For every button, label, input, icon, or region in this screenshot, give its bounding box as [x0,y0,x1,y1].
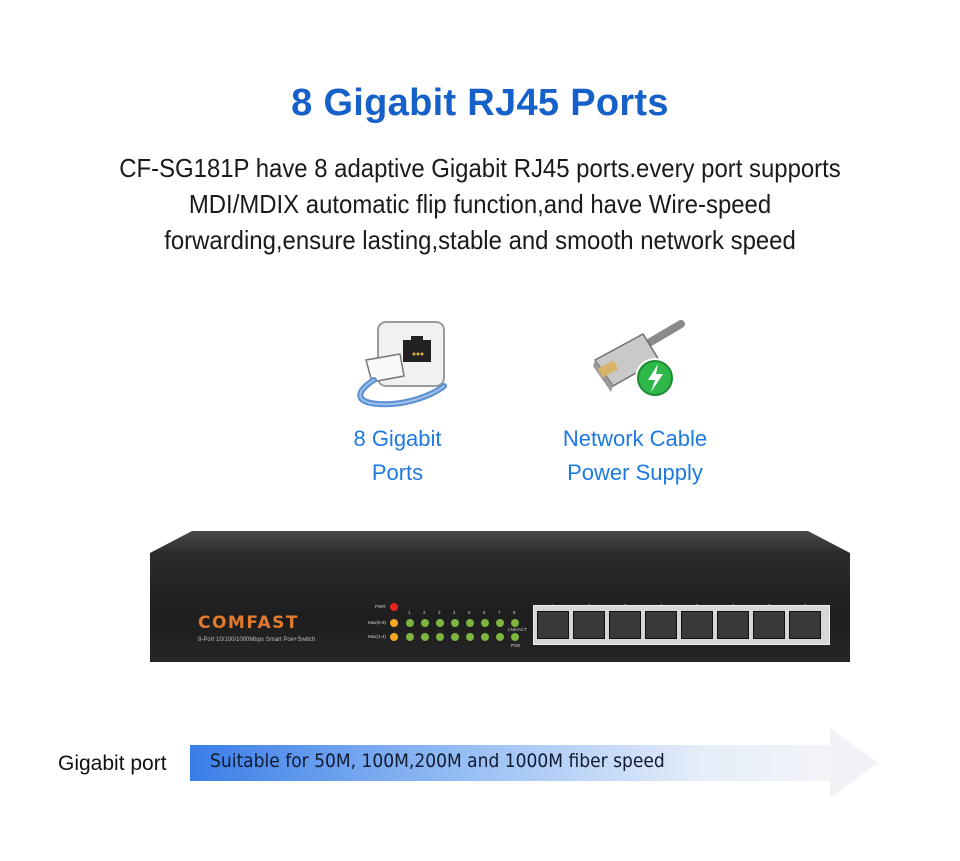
port-led [496,619,504,627]
gigabit-port-label: Gigabit port [58,752,167,775]
rj45-port-4 [645,611,677,639]
poe-switch-image: COMFAST 8-Port 10/100/1000Mbps Smart Poe… [150,531,850,662]
rj45-port-5 [681,611,713,639]
arrow-bar [190,745,835,781]
port-led [511,619,519,627]
feature-label: Ports [371,460,424,485]
max58-label: Max(5-8) [368,620,387,625]
pwr-led [390,603,398,611]
rj45-port-3 [609,611,641,639]
page-title: 8 Gigabit RJ45 Ports [291,82,669,124]
port-led [481,619,489,627]
poe-led [496,633,504,641]
feature-label: Network Cable [562,426,708,451]
poe-led [511,633,519,641]
rj45-port-8 [789,611,821,639]
rj45-port-7 [753,611,785,639]
port-led [451,619,459,627]
led-number: 2 [423,610,426,615]
arrow-head-icon [830,728,878,798]
poe-led [436,633,444,641]
rj45-port-6 [717,611,749,639]
max14-led [390,633,398,641]
led-number: 5 [468,610,471,615]
port-led [406,619,414,627]
max58-led [390,619,398,627]
description-line: MDI/MDIX automatic flip function,and hav… [188,189,772,219]
feature-poe-supply: Network Cable Power Supply [540,320,730,490]
max14-label: Max(1-4) [368,634,387,639]
led-number: 8 [513,610,516,615]
port-led [466,619,474,627]
description-line: forwarding,ensure lasting,stable and smo… [164,225,796,255]
switch-top [150,531,850,553]
switch-front-panel: COMFAST 8-Port 10/100/1000Mbps Smart Poe… [150,553,850,662]
feature-label: Power Supply [567,460,703,485]
led-number: 3 [438,610,441,615]
led-number: 7 [498,610,501,615]
rj45-port-2 [573,611,605,639]
speed-text: Suitable for 50M, 100M,200M and 1000M fi… [210,750,665,772]
port-led [421,619,429,627]
rj45-port-block [533,605,830,645]
ethernet-port-icon [348,320,448,410]
model-text: 8-Port 10/100/1000Mbps Smart Poe+Switch [198,637,316,643]
description: CF-SG181P have 8 adaptive Gigabit RJ45 p… [38,150,921,258]
lnk-act-label: LNK/ACT [508,627,528,632]
feature-gigabit-ports: 8 Gigabit Ports [330,320,465,490]
poe-led [466,633,474,641]
poe-label: POE [511,643,521,648]
feature-label: 8 Gigabit [353,426,442,451]
port-led [436,619,444,627]
led-number: 6 [483,610,486,615]
poe-led [451,633,459,641]
speed-arrow-banner: Suitable for 50M, 100M,200M and 1000M fi… [190,728,880,798]
poe-led [421,633,429,641]
poe-led [406,633,414,641]
poe-led [481,633,489,641]
poe-cable-icon [585,320,685,410]
pwr-label: PWR [375,604,386,609]
description-line: CF-SG181P have 8 adaptive Gigabit RJ45 p… [119,153,841,183]
led-number: 1 [408,610,411,615]
rj45-port-1 [537,611,569,639]
led-number: 4 [453,610,456,615]
brand-logo: COMFAST [198,613,300,633]
